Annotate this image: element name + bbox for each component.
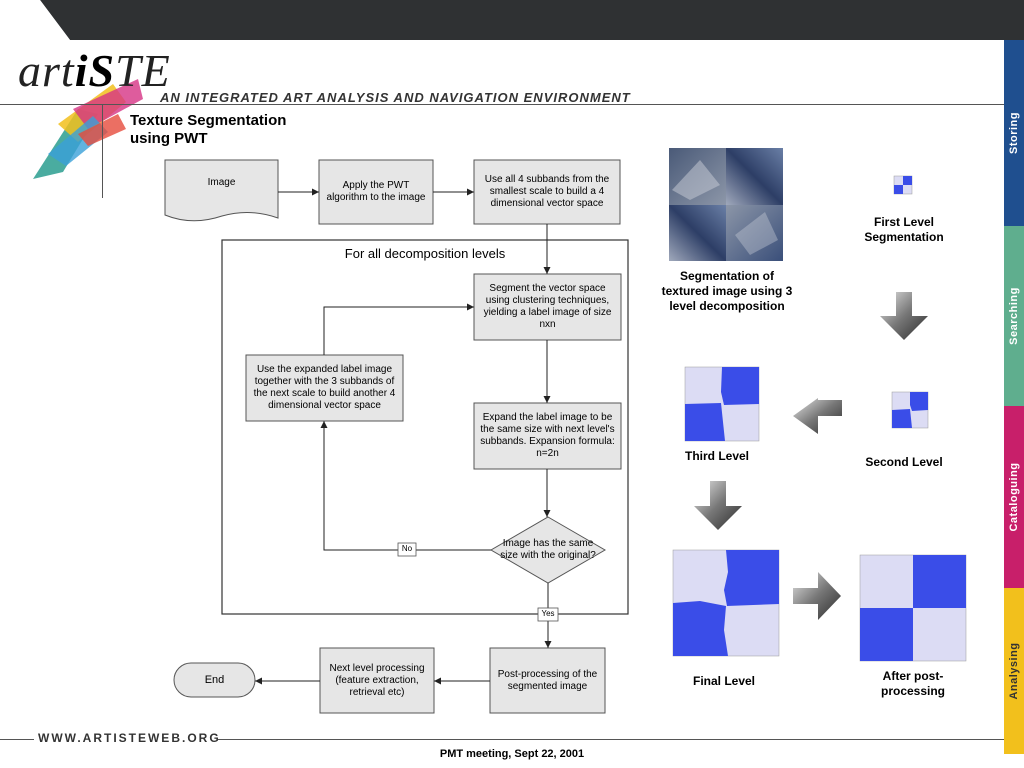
segment-label: Segment the vector space using clusterin… — [483, 283, 612, 330]
top-banner — [0, 0, 1024, 40]
image-label: Image — [207, 177, 236, 188]
after-post-caption: After post-processing — [880, 669, 946, 698]
final-level-caption: Final Level — [692, 674, 756, 688]
apply-pwt-box — [318, 159, 434, 225]
apply-pwt-label: Apply the PWT algorithm to the image — [326, 180, 426, 203]
final-level-image — [672, 549, 780, 657]
loop-frame — [221, 239, 629, 615]
no-label: No — [401, 544, 413, 553]
tab-searching[interactable]: Searching — [1004, 226, 1024, 406]
use-subbands-label: Use all 4 subbands from the smallest sca… — [484, 174, 610, 209]
expand-label: Expand the label image to be the same si… — [480, 412, 615, 459]
tab-cataloguing[interactable]: Cataloguing — [1004, 406, 1024, 588]
third-level-caption: Third Level — [684, 449, 749, 463]
tagline: AN INTEGRATED ART ANALYSIS AND NAVIGATIO… — [160, 90, 631, 105]
header-vertical-rule — [102, 104, 103, 198]
use-expanded-box — [245, 354, 404, 422]
arrow-down-2 — [694, 481, 742, 530]
footer-rule-left — [0, 739, 34, 740]
end-label: End — [204, 674, 225, 686]
image-document-shape — [164, 159, 279, 222]
post-processing-label: Post-processing of the segmented image — [497, 668, 598, 692]
seg-caption: Segmentation of textured image using 3 l… — [661, 269, 793, 313]
yes-label-box — [537, 607, 559, 622]
decision-label: Image has the same size with the origina… — [500, 538, 596, 561]
tab-storing[interactable]: Storing — [1004, 40, 1024, 226]
post-processing-box — [489, 647, 606, 714]
first-level-caption: First Level Segmentation — [864, 215, 944, 244]
results-panel — [669, 148, 967, 662]
next-level-box — [319, 647, 435, 714]
arrow-right — [793, 572, 841, 620]
arrow-down-1 — [880, 292, 928, 340]
footer-rule-right — [218, 739, 1004, 740]
flowchart — [164, 159, 629, 714]
textured-image — [669, 148, 783, 261]
yes-label: Yes — [541, 609, 555, 618]
second-level-caption: Second Level — [865, 455, 943, 469]
no-label-box — [397, 542, 417, 557]
footer-meeting: PMT meeting, Sept 22, 2001 — [439, 748, 585, 760]
header-rule — [0, 104, 1004, 105]
arrow-left — [793, 398, 842, 434]
segment-box — [473, 273, 622, 341]
loop-title: For all decomposition levels — [344, 246, 506, 261]
tab-analysing[interactable]: Analysing — [1004, 588, 1024, 754]
page-title: Texture Segmentation using PWT — [130, 112, 287, 147]
after-post-image — [859, 554, 967, 662]
third-level-image — [684, 366, 760, 442]
expand-box — [473, 402, 622, 470]
footer-url[interactable]: WWW.ARTISTEWEB.ORG — [38, 731, 221, 745]
next-level-label: Next level processing (feature extractio… — [329, 662, 425, 698]
first-level-image — [893, 175, 913, 195]
use-subbands-box — [473, 159, 621, 225]
second-level-image — [891, 391, 929, 429]
logo-wordmark: artiSTE — [18, 45, 171, 96]
sidebar-tabs: Storing Searching Cataloguing Analysing — [1004, 40, 1024, 754]
use-expanded-label: Use the expanded label image together wi… — [253, 364, 396, 411]
